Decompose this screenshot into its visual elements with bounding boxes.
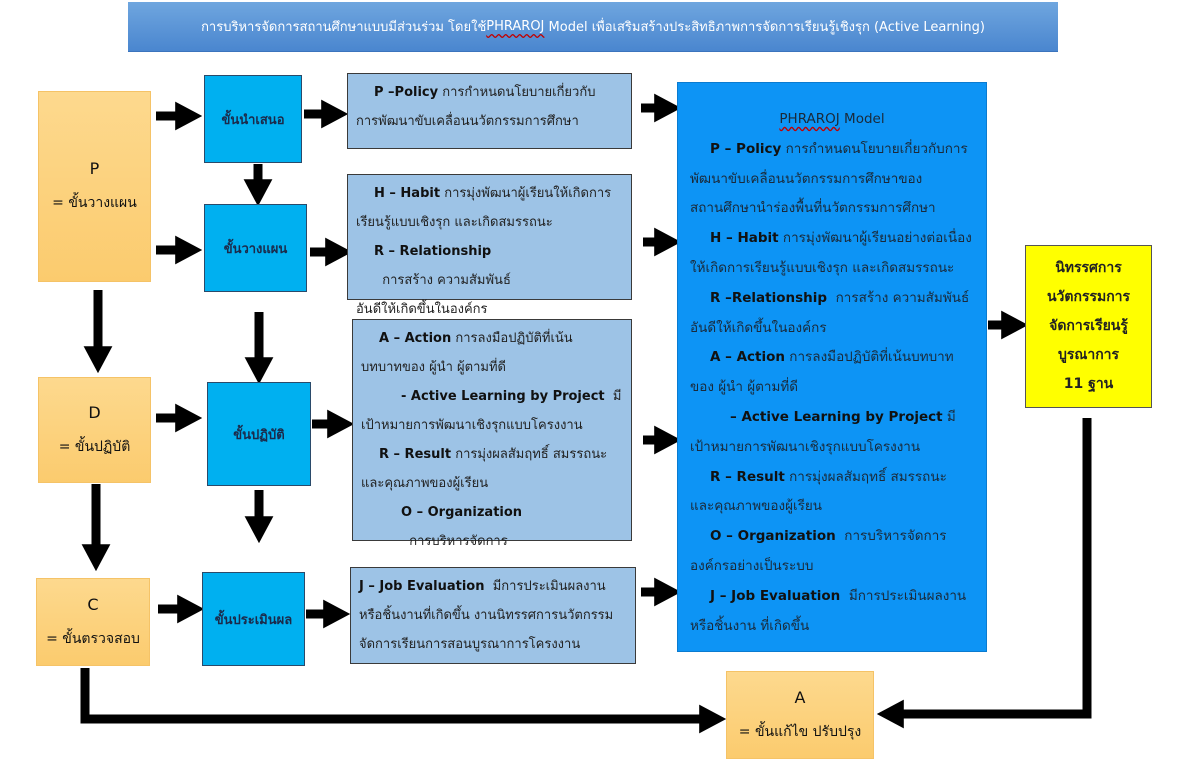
phase-plan-box: P = ขั้นวางแผน bbox=[38, 91, 151, 282]
desc-result-line2: และคุณภาพของผู้เรียน bbox=[361, 476, 489, 491]
diagram-title: การบริหารจัดการสถานศึกษาแบบมีส่วนร่วม โด… bbox=[128, 2, 1058, 52]
model-relationship-line1: R –Relationship การสร้าง ความสัมพันธ์ bbox=[710, 289, 970, 306]
desc-job-line2: หรือชิ้นงานที่เกิดขึ้น งานนิทรรศการนวัตก… bbox=[359, 608, 614, 623]
model-policy-line2: พัฒนาขับเคลื่อนนวัตกรรมการศึกษาของ bbox=[690, 170, 923, 187]
exhibition-line: 11 ฐาน bbox=[1063, 376, 1114, 392]
step-do-label: ขั้นปฏิบัติ bbox=[233, 427, 285, 443]
exhibition-line: นวัตกรรมการ bbox=[1046, 289, 1131, 305]
phase-check-letter: C bbox=[87, 594, 99, 614]
model-habit-line1: H – Habit การมุ่งพัฒนาผู้เรียนอย่างต่อเน… bbox=[710, 230, 972, 247]
model-policy-line1: P – Policy การกำหนดนโยบายเกี่ยวกับการ bbox=[710, 140, 968, 157]
desc-organization-line1: O – Organization การบริหารจัดการ bbox=[401, 505, 523, 549]
model-result-line2: และคุณภาพของผู้เรียน bbox=[690, 498, 823, 515]
exhibition-box: นิทรรศการ นวัตกรรมการ จัดการเรียนรู้ บูร… bbox=[1025, 245, 1152, 408]
desc-job-line3: จัดการเรียนการสอนบูรณาการโครงงาน bbox=[359, 637, 581, 652]
model-habit-line2: ให้เกิดการเรียนรู้แบบเชิงรุก และเกิดสมรร… bbox=[690, 259, 955, 276]
desc-policy-line2: การพัฒนาขับเคลื่อนนวัตกรรมการศึกษา bbox=[356, 114, 579, 129]
arrow-c-to-a bbox=[80, 668, 727, 734]
desc-result-line1: R – Result การมุ่งผลสัมฤทธิ์ สมรรถนะ bbox=[379, 447, 608, 462]
desc-policy-box: P –Policy การกำหนดนโยบายเกี่ยวกับ การพัฒ… bbox=[347, 73, 632, 149]
model-active-line2: เป้าหมายการพัฒนาเชิงรุกแบบโครงงาน bbox=[690, 438, 921, 455]
title-suffix: Model เพื่อเสริมสร้างประสิทธิภาพการจัดกา… bbox=[544, 20, 985, 35]
model-action-line2: ของ ผู้นำ ผู้ตามที่ดี bbox=[690, 379, 799, 396]
phase-plan-letter: P bbox=[89, 159, 100, 178]
phase-check-label: = ขั้นตรวจสอบ bbox=[46, 630, 140, 647]
phase-do-label: = ขั้นปฏิบัติ bbox=[58, 438, 131, 455]
model-result-line1: R – Result การมุ่งผลสัมฤทธิ์ สมรรถนะ bbox=[710, 468, 947, 485]
title-prefix: การบริหารจัดการสถานศึกษาแบบมีส่วนร่วม โด… bbox=[201, 20, 487, 35]
desc-active-line1: - Active Learning by Project มี bbox=[401, 389, 622, 404]
desc-job-line1: J – Job Evaluation มีการประเมินผลงาน bbox=[359, 579, 606, 594]
exhibition-line: บูรณาการ bbox=[1057, 347, 1120, 363]
phase-act-letter: A bbox=[794, 687, 806, 707]
arrow-exhibition-to-a bbox=[876, 418, 1092, 729]
step-evaluate-label: ขั้นประเมินผล bbox=[214, 612, 293, 628]
step-evaluate-box: ขั้นประเมินผล bbox=[202, 572, 305, 666]
step-present-box: ขั้นนำเสนอ bbox=[204, 75, 302, 163]
desc-habit-line2: เรียนรู้แบบเชิงรุก และเกิดสมรรถนะ bbox=[356, 215, 553, 230]
phase-do-box: D = ขั้นปฏิบัติ bbox=[38, 377, 151, 483]
phase-do-letter: D bbox=[88, 402, 101, 422]
desc-job-box: J – Job Evaluation มีการประเมินผลงาน หรื… bbox=[350, 567, 636, 664]
desc-action-box: A – Action การลงมือปฏิบัติที่เน้น บทบาทข… bbox=[352, 319, 632, 549]
model-job-line2: หรือชิ้นงาน ที่เกิดขึ้น bbox=[690, 617, 810, 634]
desc-relationship-line2: อันดีให้เกิดขึ้นในองค์กร bbox=[356, 302, 488, 317]
desc-action-line1: A – Action การลงมือปฏิบัติที่เน้น bbox=[379, 331, 573, 346]
phase-act-label: = ขั้นแก้ไข ปรับปรุง bbox=[738, 723, 862, 740]
model-action-line1: A – Action การลงมือปฏิบัติที่เน้นบทบาท bbox=[710, 349, 954, 366]
desc-policy-line1: P –Policy การกำหนดนโยบายเกี่ยวกับ bbox=[374, 85, 596, 100]
phase-act-box: A = ขั้นแก้ไข ปรับปรุง bbox=[726, 671, 874, 759]
desc-habit-relationship-box: H – Habit การมุ่งพัฒนาผู้เรียนให้เกิดการ… bbox=[347, 174, 632, 317]
phraroj-model-box: PHRAROJ Model P – Policy การกำหนดนโยบายเ… bbox=[677, 82, 987, 652]
exhibition-line: นิทรรศการ bbox=[1055, 260, 1122, 276]
model-organization-line2: องค์กรอย่างเป็นระบบ bbox=[690, 557, 814, 574]
model-policy-line3: สถานศึกษานำร่องพื้นที่นวัตกรรมการศึกษา bbox=[690, 200, 936, 217]
title-model-name: PHRAROJ bbox=[486, 19, 545, 34]
exhibition-line: จัดการเรียนรู้ bbox=[1049, 318, 1128, 334]
phase-plan-label: = ขั้นวางแผน bbox=[52, 195, 137, 211]
model-job-line1: J – Job Evaluation มีการประเมินผลงาน bbox=[710, 587, 967, 604]
model-relationship-line2: อันดีให้เกิดขึ้นในองค์กร bbox=[690, 319, 827, 336]
step-plan-box: ขั้นวางแผน bbox=[204, 204, 307, 292]
step-plan-label: ขั้นวางแผน bbox=[223, 241, 288, 257]
model-title: PHRAROJ Model bbox=[779, 111, 885, 127]
desc-habit-line1: H – Habit การมุ่งพัฒนาผู้เรียนให้เกิดการ bbox=[374, 186, 612, 201]
step-present-label: ขั้นนำเสนอ bbox=[221, 112, 285, 128]
desc-action-line2: บทบาทของ ผู้นำ ผู้ตามที่ดี bbox=[361, 360, 506, 375]
step-do-box: ขั้นปฏิบัติ bbox=[207, 382, 311, 486]
model-active-line1: – Active Learning by Project มี bbox=[730, 408, 956, 425]
model-organization-line1: O – Organization การบริหารจัดการ bbox=[710, 528, 947, 545]
desc-relationship-line1: R – Relationship การสร้าง ความสัมพันธ์ bbox=[374, 244, 511, 288]
phase-check-box: C = ขั้นตรวจสอบ bbox=[36, 578, 150, 666]
desc-active-line2: เป้าหมายการพัฒนาเชิงรุกแบบโครงงาน bbox=[361, 418, 583, 433]
